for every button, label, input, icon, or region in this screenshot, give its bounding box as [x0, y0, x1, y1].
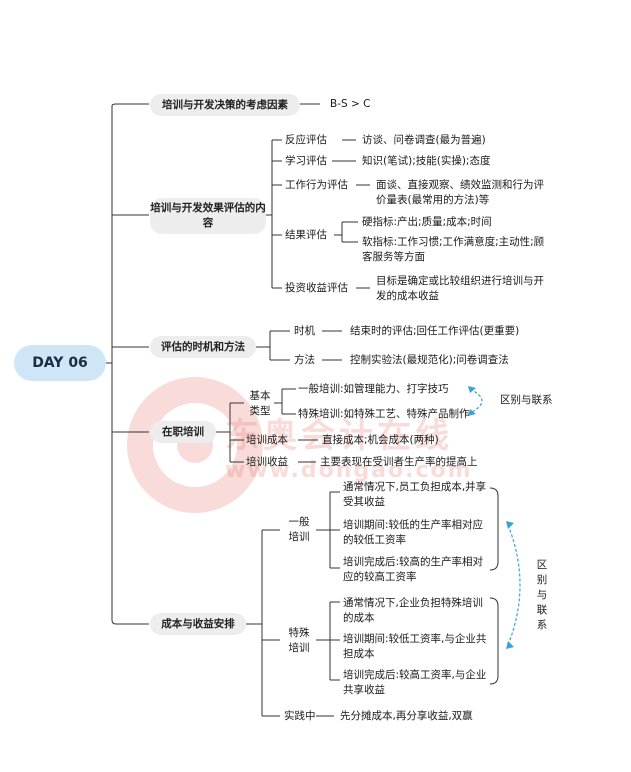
behavior-label: 工作行为评估: [285, 179, 348, 191]
roi-detail: 目标是确定或比较组织进行培训与开发的成本收益: [376, 275, 544, 302]
watermark-url: www.dongao.com: [225, 458, 473, 483]
training-benefit-label: 培训收益: [246, 456, 288, 468]
special-item-1: 通常情况下,企业负担特殊培训的成本: [343, 597, 483, 624]
types-relation-label: 区别与联系: [500, 394, 553, 406]
special-item-3: 培训完成后:较高工资率,与企业共享收益: [343, 669, 487, 696]
node-cost-benefit: 成本与收益安排: [150, 613, 246, 635]
special-item-2: 培训期间:较低工资率,与企业共担成本: [343, 633, 487, 660]
reaction-label: 反应评估: [285, 134, 327, 146]
behavior-detail: 面谈、直接观察、绩效监测和行为评价量表(最常用的方法)等: [376, 179, 544, 206]
practice-detail: 先分摊成本,再分享收益,双赢: [340, 710, 473, 722]
reaction-detail: 访谈、问卷调查(最为普遍): [362, 134, 486, 146]
considerations-detail: B-S > C: [330, 98, 371, 110]
node-timing-method: 评估的时机和方法: [150, 336, 256, 358]
learning-detail: 知识(笔试);技能(实操);态度: [362, 155, 491, 167]
general-item-2: 培训期间:较低的生产率相对应的较低工资率: [343, 519, 484, 546]
results-soft: 软指标:工作习惯;工作满意度;主动性;顾客服务等方面: [362, 236, 545, 263]
training-cost-label: 培训成本: [246, 434, 288, 446]
node-evaluation-content: 培训与开发效果评估的内容: [150, 198, 266, 234]
special-training-label: 特殊培训: [288, 627, 310, 654]
training-benefit-detail: 主要表现在受训者生产率的提高上: [320, 456, 478, 468]
general-training-label: 一般培训: [288, 516, 310, 543]
cost-relation-label: 区别与联系: [536, 559, 548, 631]
method-detail: 控制实验法(最规范化);问卷调查法: [350, 354, 509, 366]
root-node: DAY 06: [14, 345, 106, 381]
general-item-3: 培训完成后:较高的生产率相对应的较高工资率: [343, 556, 484, 583]
training-cost-detail: 直接成本;机会成本(两种): [322, 434, 439, 446]
general-item-1: 通常情况下,员工负担成本,并享受其收益: [343, 481, 487, 508]
types-label: 基本类型: [249, 390, 271, 417]
timing-label: 时机: [294, 325, 315, 337]
node-considerations: 培训与开发决策的考虑因素: [150, 94, 300, 116]
node-on-job-training: 在职培训: [150, 421, 216, 443]
general-training-type: 一般培训:如管理能力、打字技巧: [298, 383, 449, 395]
roi-label: 投资收益评估: [285, 282, 348, 294]
learning-label: 学习评估: [285, 155, 327, 167]
timing-detail: 结束时的评估;回任工作评估(更重要): [350, 325, 520, 337]
results-label: 结果评估: [285, 229, 327, 241]
practice-label: 实践中: [284, 710, 316, 722]
results-hard: 硬指标:产出;质量;成本;时间: [362, 216, 492, 228]
watermark-text: 东奥会计在线: [225, 416, 453, 456]
special-training-type: 特殊培训:如特殊工艺、特殊产品制作: [298, 408, 470, 420]
method-label: 方法: [294, 354, 315, 366]
